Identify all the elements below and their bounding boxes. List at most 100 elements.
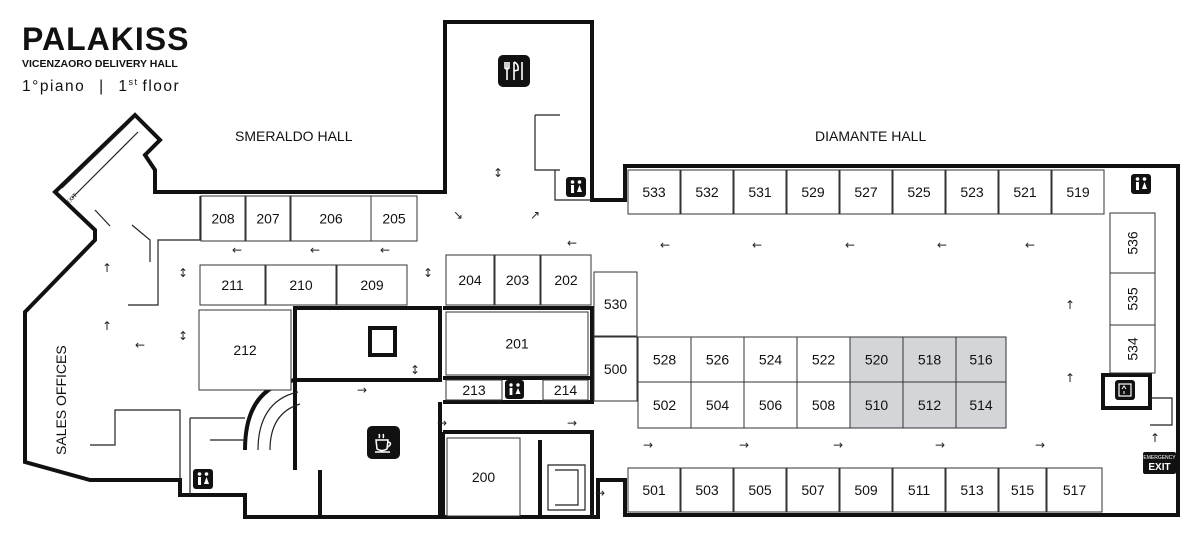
restroom-icon[interactable] — [505, 380, 524, 399]
booth-507[interactable]: 507 — [786, 467, 840, 513]
booth-213[interactable]: 213 — [445, 379, 503, 401]
booth-number: 213 — [462, 382, 486, 398]
booth-518[interactable]: 518 — [902, 336, 957, 383]
booth-532[interactable]: 532 — [680, 169, 734, 215]
booth-505[interactable]: 505 — [733, 467, 787, 513]
booth-528[interactable]: 528 — [637, 336, 692, 383]
booth-531[interactable]: 531 — [733, 169, 787, 215]
booth-number: 212 — [233, 342, 257, 358]
booth-number: 508 — [812, 397, 836, 413]
booth-number: 500 — [604, 361, 628, 377]
booth-outline — [370, 195, 418, 242]
booth-530[interactable]: 530 — [593, 271, 638, 337]
booth-outline — [743, 336, 798, 383]
flow-arrow: ← — [567, 236, 577, 250]
booth-526[interactable]: 526 — [690, 336, 745, 383]
booth-outline — [680, 169, 734, 215]
booth-521[interactable]: 521 — [998, 169, 1052, 215]
booth-501[interactable]: 501 — [627, 467, 681, 513]
flow-arrow: ← — [752, 238, 762, 252]
flow-arrow: ↑ — [1065, 298, 1075, 312]
booth-205[interactable]: 205 — [370, 195, 418, 242]
booth-503[interactable]: 503 — [680, 467, 734, 513]
booth-number: 526 — [706, 352, 730, 368]
booth-number: 206 — [319, 211, 343, 227]
booth-207[interactable]: 207 — [245, 195, 291, 242]
flow-arrow: ↕ — [178, 329, 188, 343]
booth-202[interactable]: 202 — [540, 254, 592, 306]
exit-arrow: ↑ — [1150, 431, 1160, 445]
booth-outline — [733, 467, 787, 513]
booth-500[interactable]: 500 — [593, 336, 638, 402]
booth-number: 533 — [642, 184, 666, 200]
booth-511[interactable]: 511 — [892, 467, 946, 513]
booth-214[interactable]: 214 — [542, 379, 589, 401]
booth-515[interactable]: 515 — [998, 467, 1047, 513]
booth-516[interactable]: 516 — [955, 336, 1007, 383]
booth-outline — [445, 379, 503, 401]
booth-number: 505 — [748, 482, 772, 498]
booth-529[interactable]: 529 — [786, 169, 840, 215]
booth-outline — [637, 381, 692, 429]
booth-513[interactable]: 513 — [945, 467, 999, 513]
booth-number: 525 — [907, 184, 931, 200]
booth-200[interactable]: 200 — [446, 437, 521, 517]
booth-number: 211 — [221, 277, 244, 293]
booth-514[interactable]: 514 — [955, 381, 1007, 429]
booth-510[interactable]: 510 — [849, 381, 904, 429]
booth-number: 507 — [801, 482, 825, 498]
flow-arrow: ↘ — [453, 208, 463, 222]
booth-number: 201 — [505, 336, 529, 352]
booth-527[interactable]: 527 — [839, 169, 893, 215]
booth-outline — [265, 264, 337, 306]
booth-512[interactable]: 512 — [902, 381, 957, 429]
restaurant-icon[interactable] — [498, 55, 530, 87]
booth-outline — [290, 195, 372, 242]
flow-arrow: ← — [232, 243, 242, 257]
booth-206[interactable]: 206 — [290, 195, 372, 242]
booth-212[interactable]: 212 — [198, 309, 292, 391]
booth-508[interactable]: 508 — [796, 381, 851, 429]
booth-523[interactable]: 523 — [945, 169, 999, 215]
restroom-icon[interactable] — [193, 469, 213, 489]
booth-204[interactable]: 204 — [445, 254, 495, 306]
booth-525[interactable]: 525 — [892, 169, 946, 215]
booth-522[interactable]: 522 — [796, 336, 851, 383]
flow-arrow: → — [935, 438, 945, 452]
booth-535[interactable]: 535 — [1109, 272, 1156, 326]
booth-210[interactable]: 210 — [265, 264, 337, 306]
booth-number: 501 — [642, 482, 666, 498]
booth-509[interactable]: 509 — [839, 467, 893, 513]
booth-number: 524 — [759, 352, 783, 368]
booth-outline — [839, 169, 893, 215]
diamante-hall-label: DIAMANTE HALL — [815, 128, 926, 144]
emergency-exit-sign[interactable]: EMERGENCY EXIT — [1143, 452, 1176, 474]
booth-520[interactable]: 520 — [849, 336, 904, 383]
booth-203[interactable]: 203 — [494, 254, 541, 306]
brand-logo: PALAKISS — [22, 21, 189, 57]
booth-524[interactable]: 524 — [743, 336, 798, 383]
booth-519[interactable]: 519 — [1051, 169, 1105, 215]
booth-201[interactable]: 201 — [445, 311, 589, 376]
booth-208[interactable]: 208 — [200, 195, 246, 242]
elevator-icon[interactable] — [1115, 380, 1135, 400]
booth-211[interactable]: 211 — [199, 264, 266, 306]
restroom-icon[interactable] — [1131, 174, 1151, 194]
booth-534[interactable]: 534 — [1109, 324, 1156, 374]
booth-504[interactable]: 504 — [690, 381, 745, 429]
booth-533[interactable]: 533 — [627, 169, 681, 215]
walls — [23, 20, 1180, 519]
booth-517[interactable]: 517 — [1046, 467, 1103, 513]
flow-arrow: → — [595, 486, 605, 500]
cafe-icon[interactable] — [367, 426, 400, 459]
booth-536[interactable]: 536 — [1109, 212, 1156, 274]
booth-outline — [542, 379, 589, 401]
booth-number: 510 — [865, 397, 889, 413]
booth-506[interactable]: 506 — [743, 381, 798, 429]
booth-209[interactable]: 209 — [336, 264, 408, 306]
booth-502[interactable]: 502 — [637, 381, 692, 429]
booth-outline — [1046, 467, 1103, 513]
restroom-icon[interactable] — [566, 177, 586, 197]
booth-number: 530 — [604, 296, 628, 312]
